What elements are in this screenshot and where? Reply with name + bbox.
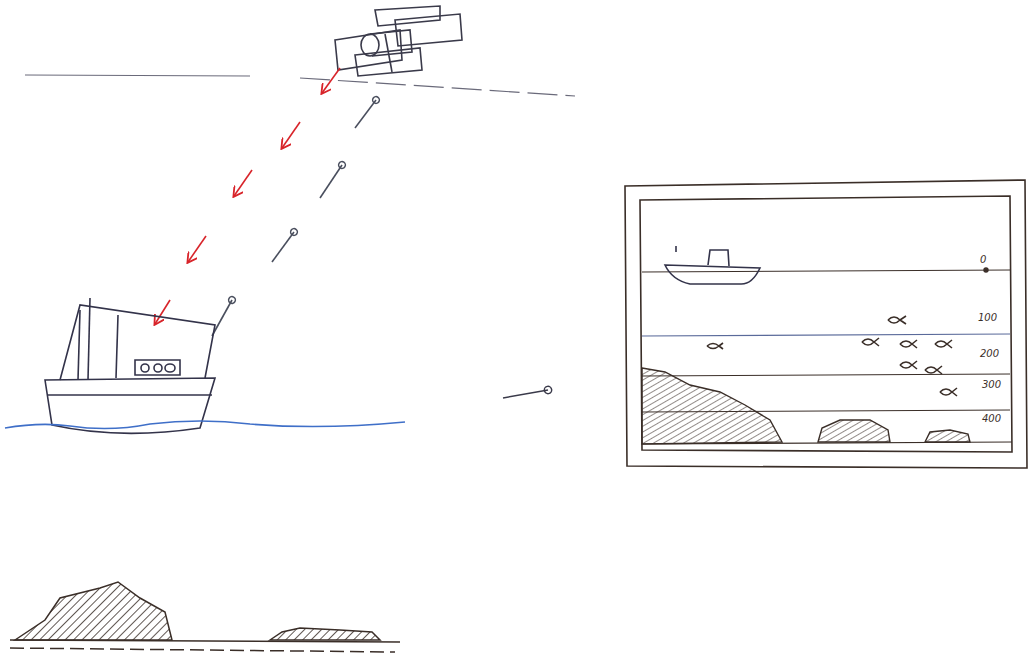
screen-seabed [642, 268, 988, 444]
depth-label: 300 [982, 379, 1001, 391]
boat-symbol [45, 298, 215, 433]
satellite-symbol [335, 6, 462, 76]
horizon-line [25, 75, 575, 96]
fish-echoes [707, 316, 957, 396]
downlink-arrows [155, 68, 340, 324]
water-line [5, 421, 405, 429]
depth-label: 100 [978, 312, 997, 324]
depth-label: 0 [980, 254, 986, 266]
transition-arrow [503, 390, 548, 398]
uplink-arrows [212, 100, 376, 336]
depth-label: 400 [982, 413, 1001, 425]
screen-boat [665, 246, 760, 284]
depth-label: 200 [980, 348, 999, 360]
seabed-rocks [10, 582, 400, 652]
sonar-screen [625, 180, 1027, 468]
